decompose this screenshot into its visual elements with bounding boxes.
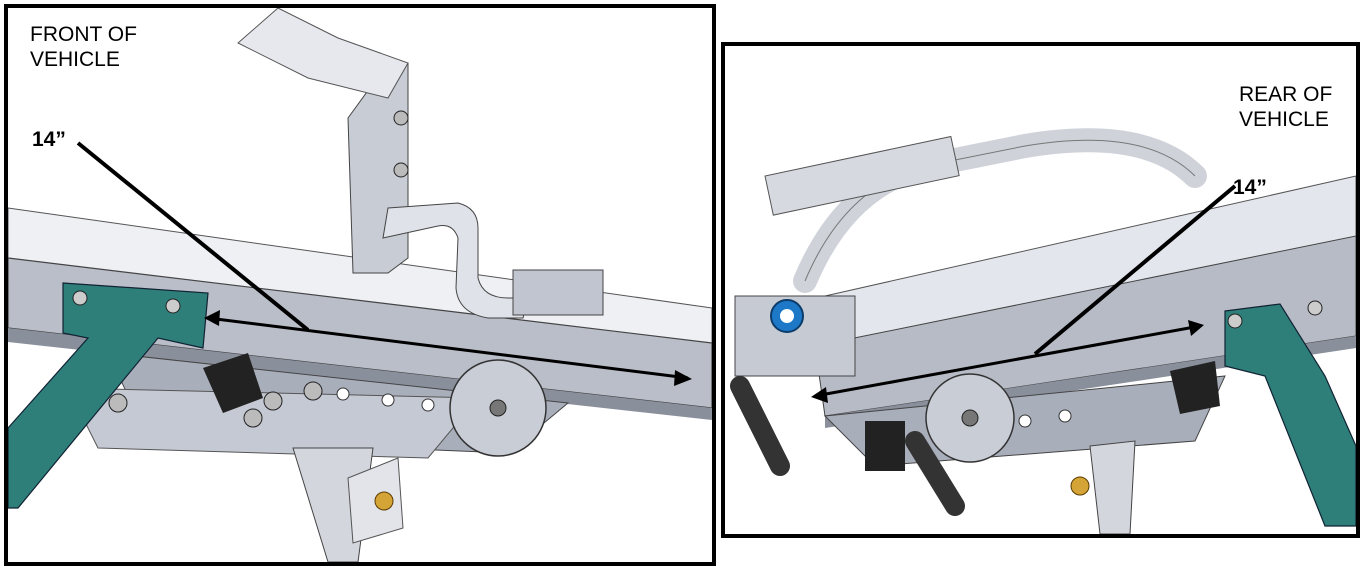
front-of-vehicle-label: FRONT OF VEHICLE bbox=[30, 23, 137, 71]
black-grip bbox=[905, 431, 965, 516]
teal-frame bbox=[1224, 303, 1356, 527]
bolt-head bbox=[303, 381, 323, 401]
teal-frame bbox=[8, 282, 209, 509]
bracket-top-flange bbox=[237, 8, 409, 99]
dimension-arrow-line bbox=[814, 324, 1201, 398]
rear-view-panel: REAR OF VEHICLE 14” bbox=[721, 42, 1360, 538]
plate-hole bbox=[381, 393, 395, 407]
bolt-head bbox=[1227, 313, 1243, 329]
badge-center bbox=[780, 309, 794, 323]
front-view-panel: FRONT OF VEHICLE 14” bbox=[4, 4, 716, 566]
rear-assembly-drawing bbox=[730, 128, 1356, 534]
arrowhead-left bbox=[811, 387, 828, 403]
motor-block bbox=[865, 421, 905, 471]
brass-nut bbox=[1070, 476, 1090, 496]
rear-of-vehicle-label: REAR OF VEHICLE bbox=[1239, 83, 1333, 131]
front-dimension-label: 14” bbox=[32, 128, 66, 151]
pulley-axle bbox=[489, 399, 507, 417]
bolt-head bbox=[243, 408, 263, 428]
bolt-head bbox=[393, 162, 409, 178]
arrowhead-left bbox=[204, 310, 220, 326]
handle-bracket bbox=[764, 135, 960, 216]
black-grip bbox=[730, 376, 790, 476]
clamp-block bbox=[512, 269, 604, 316]
rear-dimension-label: 14” bbox=[1233, 176, 1267, 199]
plate-hole bbox=[1018, 414, 1032, 428]
arrowhead-right bbox=[674, 370, 692, 386]
bolt-head bbox=[72, 290, 88, 306]
brass-nut bbox=[374, 491, 394, 511]
arrowhead-right bbox=[1188, 320, 1204, 336]
pulley-axle bbox=[961, 409, 979, 427]
dimension-leader-line bbox=[1033, 184, 1237, 356]
bolt-head bbox=[393, 110, 409, 126]
handle-outline bbox=[804, 139, 1196, 282]
bolt-head bbox=[1307, 300, 1323, 316]
rubber-bumper bbox=[1170, 361, 1220, 414]
dimension-arrow-line bbox=[207, 316, 689, 380]
dimension-leader-line bbox=[76, 141, 310, 332]
front-assembly-drawing bbox=[8, 8, 712, 562]
plate-hole bbox=[1058, 409, 1072, 423]
bolt-head bbox=[263, 391, 283, 411]
plate-hole bbox=[421, 398, 435, 412]
lower-hanger bbox=[1089, 440, 1136, 534]
bolt-head bbox=[165, 298, 181, 314]
rubber-bumper bbox=[203, 353, 263, 413]
plate-hole bbox=[336, 387, 350, 401]
bolt-head bbox=[108, 393, 128, 413]
